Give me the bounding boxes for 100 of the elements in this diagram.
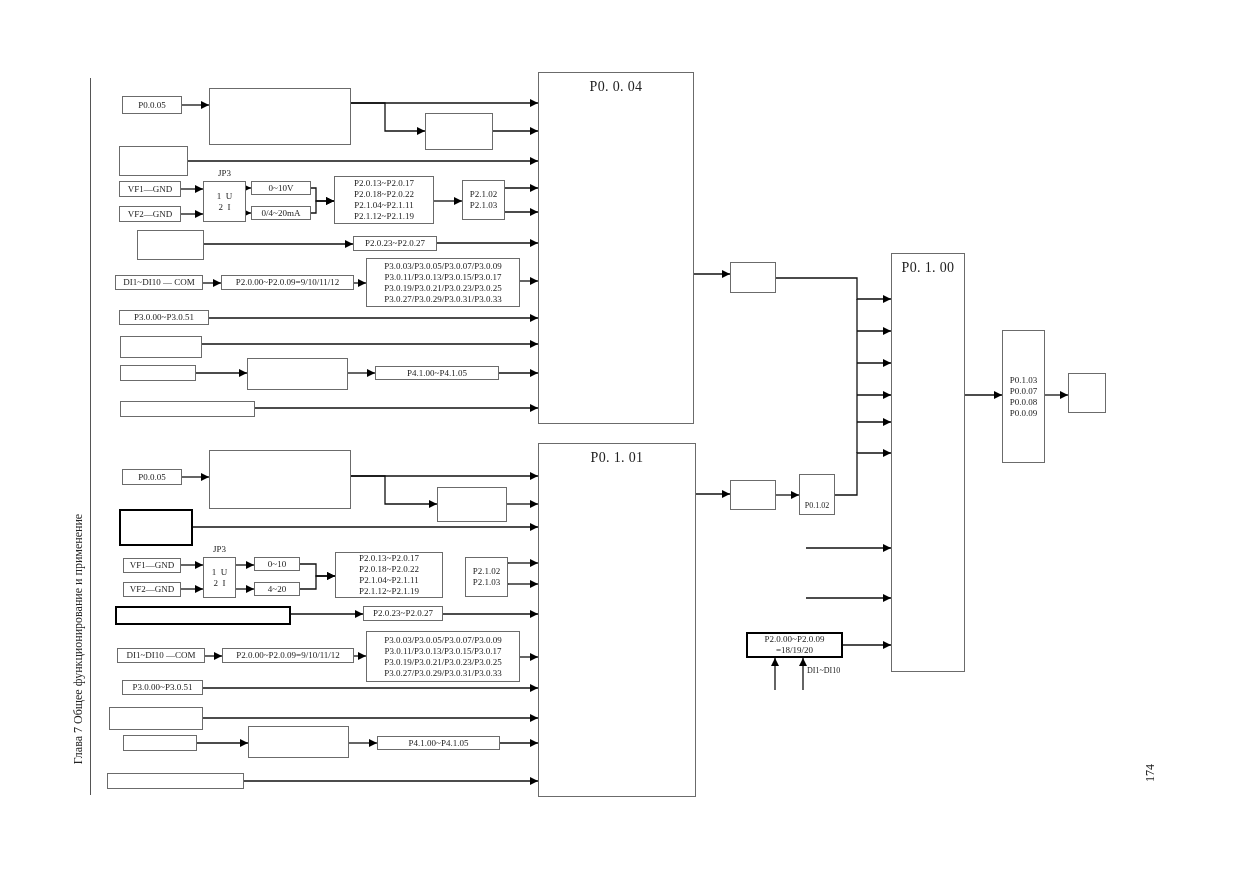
arrow bbox=[507, 580, 539, 588]
parameter-box bbox=[119, 206, 181, 222]
arrow bbox=[519, 653, 539, 661]
parameter-code: P3.0.19/P3.0.21/P3.0.23/P3.0.25 bbox=[384, 656, 502, 668]
function-block bbox=[891, 253, 965, 672]
arrow bbox=[353, 279, 367, 287]
parameter-code: P2.1.02 bbox=[469, 189, 498, 200]
parameter-box bbox=[122, 96, 182, 114]
parameter-box bbox=[123, 558, 181, 573]
arrow bbox=[254, 404, 539, 412]
parameter-code: P3.0.27/P3.0.29/P3.0.31/P3.0.33 bbox=[384, 667, 502, 679]
empty-box bbox=[209, 450, 351, 509]
parameter-code: 0~10 bbox=[267, 558, 287, 570]
parameter-code: VF1—GND bbox=[127, 183, 173, 195]
arrow bbox=[204, 652, 223, 660]
empty-box bbox=[425, 113, 493, 150]
parameter-code: P3.0.11/P3.0.13/P3.0.15/P3.0.17 bbox=[384, 645, 502, 657]
parameter-code: P2.1.03 bbox=[469, 200, 498, 211]
page-number: 174 bbox=[1143, 763, 1157, 784]
arrow bbox=[235, 561, 255, 569]
arrow bbox=[353, 652, 367, 660]
empty-box bbox=[123, 735, 197, 751]
arrow bbox=[201, 340, 539, 348]
parameter-code: P2.1.03 bbox=[472, 577, 501, 588]
chapter-heading: Глава 7 Общее функционирование и применение bbox=[71, 512, 85, 767]
parameter-box bbox=[119, 310, 209, 325]
empty-box bbox=[248, 726, 349, 758]
parameter-code: P3.0.00~P3.0.51 bbox=[132, 682, 193, 693]
arrow bbox=[492, 127, 539, 135]
parameter-box bbox=[377, 736, 500, 750]
arrow bbox=[1044, 391, 1069, 399]
parameter-box bbox=[353, 236, 437, 251]
arrow bbox=[202, 714, 539, 722]
parameter-code: DI1~DI10 —COM bbox=[126, 650, 196, 661]
empty-box bbox=[247, 358, 348, 390]
parameter-box bbox=[115, 275, 203, 290]
arrow bbox=[498, 369, 539, 377]
parameter-code: DI1~DI10 — COM bbox=[123, 277, 195, 288]
parameter-code: 1 U bbox=[216, 190, 233, 202]
parameter-box bbox=[799, 474, 835, 515]
parameter-box bbox=[746, 632, 843, 658]
arrow bbox=[964, 391, 1003, 399]
arrow bbox=[181, 473, 210, 481]
arrow bbox=[290, 610, 364, 618]
parameter-code: P3.0.00~P3.0.51 bbox=[134, 312, 194, 323]
parameter-code: P3.0.27/P3.0.29/P3.0.31/P3.0.33 bbox=[384, 293, 502, 305]
arrow bbox=[350, 102, 426, 135]
empty-box bbox=[209, 88, 351, 145]
parameter-box bbox=[254, 557, 300, 571]
arrow bbox=[693, 270, 731, 278]
parameter-box bbox=[462, 180, 505, 220]
parameter-box bbox=[254, 582, 300, 596]
parameter-box bbox=[366, 258, 520, 307]
parameter-code: P2.0.00~P2.0.09 =18/19/20 bbox=[763, 634, 826, 656]
parameter-box bbox=[251, 206, 311, 220]
arrow bbox=[181, 101, 210, 109]
arrow bbox=[805, 594, 892, 602]
function-block bbox=[538, 72, 694, 424]
parameter-box bbox=[222, 648, 354, 663]
empty-box bbox=[109, 707, 203, 730]
empty-box bbox=[120, 401, 255, 417]
parameter-code: P3.0.11/P3.0.13/P3.0.15/P3.0.17 bbox=[384, 271, 502, 283]
parameter-box bbox=[117, 648, 205, 663]
arrow bbox=[347, 369, 376, 377]
arrow bbox=[507, 559, 539, 567]
parameter-code: P0.0.07 bbox=[1009, 385, 1038, 397]
arrow bbox=[805, 544, 892, 552]
arrow bbox=[799, 657, 807, 691]
parameter-box bbox=[1002, 330, 1045, 463]
empty-box bbox=[119, 509, 193, 546]
empty-box bbox=[120, 336, 202, 358]
parameter-code: VF2—GND bbox=[129, 584, 175, 595]
parameter-code: P4.1.00~P4.1.05 bbox=[408, 737, 469, 749]
parameter-code: P4.1.00~P4.1.05 bbox=[407, 367, 467, 379]
empty-box bbox=[730, 262, 776, 293]
parameter-code: P0.1.03 bbox=[1009, 374, 1038, 386]
parameter-box bbox=[363, 606, 443, 621]
arrow bbox=[834, 449, 892, 496]
parameter-code: P2.0.00~P2.0.09=9/10/11/12 bbox=[235, 277, 340, 288]
parameter-code: 0/4~20mA bbox=[261, 207, 301, 219]
parameter-code: VF2—GND bbox=[127, 208, 173, 220]
arrow bbox=[203, 240, 354, 248]
parameter-code: P2.0.13~P2.0.17 bbox=[354, 178, 414, 189]
block-title: P0. 1. 00 bbox=[901, 262, 955, 273]
arrow bbox=[350, 475, 438, 508]
parameter-code: P2.0.23~P2.0.27 bbox=[373, 608, 433, 619]
parameter-code: P2.1.04~P2.1.11 bbox=[359, 575, 419, 586]
jumper-label: JP3 bbox=[217, 167, 232, 179]
parameter-box bbox=[366, 631, 520, 682]
arrow bbox=[208, 314, 539, 322]
parameter-code: P2.0.23~P2.0.27 bbox=[365, 238, 425, 249]
parameter-code: P3.0.03/P3.0.05/P3.0.07/P3.0.09 bbox=[384, 634, 502, 646]
arrow bbox=[180, 185, 204, 193]
arrow bbox=[243, 777, 539, 785]
arrow bbox=[348, 739, 378, 747]
parameter-code: P2.1.12~P2.1.19 bbox=[354, 211, 414, 222]
arrow bbox=[235, 585, 255, 593]
parameter-box bbox=[122, 680, 203, 695]
parameter-code: 2 I bbox=[218, 201, 231, 213]
parameter-code: P3.0.19/P3.0.21/P3.0.23/P3.0.25 bbox=[384, 282, 502, 294]
